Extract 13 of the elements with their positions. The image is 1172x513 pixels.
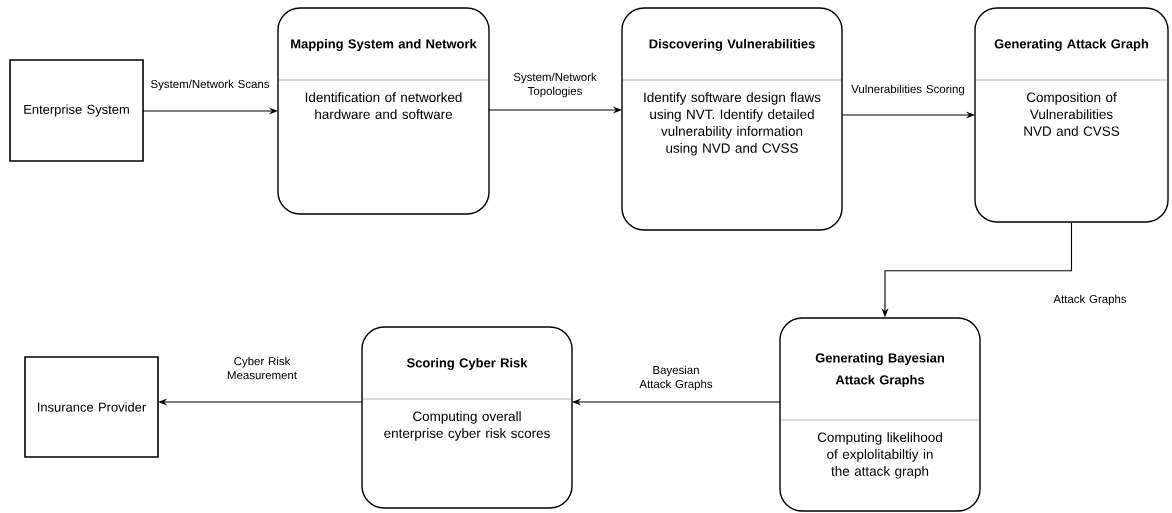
process-box: Discovering Vulnerabilities Identify software design flaws using NVT. Identify detailed vulnerability information using NVD and CVSS	[621, 7, 843, 231]
edge-label: System/Network Topologies	[513, 72, 597, 98]
process-box: Scoring Cyber Risk Computing overall enterprise cyber risk scores	[361, 326, 573, 509]
edge-label: Vulnerabilities Scoring	[851, 84, 964, 96]
process-box: Generating Attack Graph Composition of Vulnerabilities NVD and CVSS	[974, 7, 1169, 223]
terminal-box: Insurance Provider	[24, 356, 159, 458]
process-box: Generating Bayesian Attack Graphs Computing likelihood of explolitabiltiy in the attack graph	[779, 317, 981, 512]
terminal-box: Enterprise System	[9, 59, 144, 162]
edge-label: Attack Graphs	[1053, 294, 1127, 306]
process-box: Mapping System and Network Identification of networked hardware and software	[277, 7, 490, 215]
edge-label: System/Network Scans	[151, 79, 270, 91]
edge-label: Cyber Risk Measurement	[227, 356, 297, 380]
edge-label: Bayesian Attack Graphs	[639, 365, 713, 391]
